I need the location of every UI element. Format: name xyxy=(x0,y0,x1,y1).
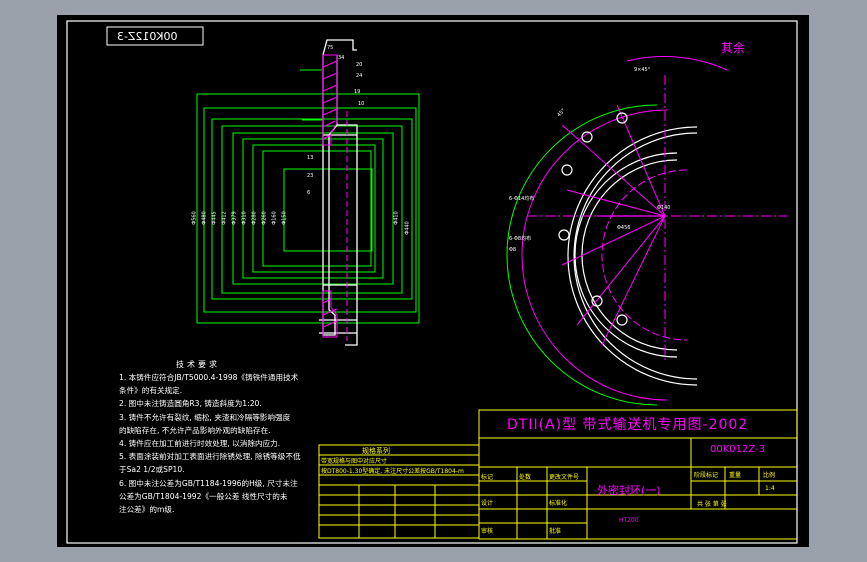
dim-middle: 23 xyxy=(307,173,314,179)
dim-circle: Φ140 xyxy=(657,205,671,211)
technical-notes: 1. 本铸件应符合JB/T5000.4-1998《铸铁件通用技术 条件》的有关规… xyxy=(119,371,301,516)
tb-design: 设计 xyxy=(481,500,494,507)
tb-scale-value: 1:4 xyxy=(765,485,775,492)
tb-count: 处数 xyxy=(519,474,532,481)
note-line: 1. 本铸件应符合JB/T5000.4-1998《铸铁件通用技术 xyxy=(119,373,299,382)
note-line: 4. 铸件应在加工前进行时效处理, 以消除内应力. xyxy=(119,439,281,449)
dim-top: 19 xyxy=(354,89,361,95)
dim-top: 24 xyxy=(356,73,363,79)
note-line: 6. 图中未注公差为GB/T1184-1996的H级, 尺寸未注 xyxy=(119,478,298,488)
dim-diameter: Φ379 xyxy=(231,211,238,225)
dim-circle: Φ456 xyxy=(617,225,631,231)
section-hatching xyxy=(322,54,348,341)
note-line: 于Sa2 1/2或SP10. xyxy=(119,465,185,475)
tb-approve: 批准 xyxy=(549,528,562,535)
dim-diameter: Φ260 xyxy=(261,211,268,225)
drawing-frame xyxy=(66,20,798,544)
dim-diameter: Φ445 xyxy=(211,211,218,225)
dim-circle: 9×45° xyxy=(634,67,651,73)
note-line: 注公差》的m级. xyxy=(119,505,175,515)
spec-table-title: 规格系列 xyxy=(362,447,390,455)
circular-view xyxy=(506,56,787,406)
dim-diameter: Φ560 xyxy=(191,211,198,225)
dim-circle: 6-Φ8均布 xyxy=(509,236,532,242)
roughness-note: 其余 xyxy=(721,41,746,55)
tb-weight: 重量 xyxy=(729,472,742,479)
code-box-text: 00K012Z-3 xyxy=(117,30,178,43)
tb-sheet: 共 张 第 张 xyxy=(697,501,727,508)
dim-diameter: Φ412 xyxy=(221,211,228,225)
dim-diameter: Φ310 xyxy=(241,211,248,225)
note-line: 的缺陷存在, 不允许产品影响外观的缺陷存在. xyxy=(119,425,271,435)
part-name: 外密封环(一) xyxy=(597,484,661,497)
notes-title: 技术要求 xyxy=(176,360,220,369)
tb-check: 审核 xyxy=(481,528,494,535)
tb-change-doc: 更改文件号 xyxy=(549,474,580,481)
material: HT200 xyxy=(619,517,639,524)
drawing-number: 00K012Z-3 xyxy=(710,444,766,455)
tb-standard: 标准化 xyxy=(549,500,568,507)
dim-circle: Φ8 xyxy=(509,247,517,253)
dim-top: 20 xyxy=(356,62,363,68)
dim-diameter: Φ150 xyxy=(281,211,288,225)
title-block-lines xyxy=(318,409,798,540)
tb-scale: 比例 xyxy=(763,472,776,479)
project-title: DTII(A)型 带式输送机专用图-2002 xyxy=(507,417,749,433)
dim-top: 75 xyxy=(327,45,334,51)
tb-stage-mark: 阶段标记 xyxy=(694,472,719,479)
dim-diameter: Φ160 xyxy=(271,211,278,225)
note-line: 5. 表面涂装前对加工表面进行除锈处理, 除锈等级不低 xyxy=(119,452,301,462)
section-view-dimension-lines xyxy=(196,69,420,324)
note-line: 3. 铸件不允许有裂纹, 缩松, 夹渣和冷隔等影响强度 xyxy=(119,412,291,422)
note-line: 条件》的有关规定. xyxy=(119,386,183,396)
code-box-frame xyxy=(106,26,204,46)
dim-middle: 6 xyxy=(307,190,311,196)
spec-table-header-2: 按DT800-1.30型确定, 未注尺寸公差按GB/T1804-m xyxy=(321,468,464,475)
tb-mark: 标记 xyxy=(481,474,494,481)
dim-top: 34 xyxy=(338,55,345,61)
cad-viewport[interactable]: 00K012Z-3 其余 技术要求 1. 本铸件应符合JB/T5000.4-19… xyxy=(57,15,809,547)
spec-table-header-1: 带宽规格与图中对应尺寸 xyxy=(321,458,388,465)
dim-diameter: Φ280 xyxy=(251,211,258,225)
dim-diameter: Φ440 xyxy=(404,221,411,235)
note-line: 2. 图中未注铸造圆角R3, 铸造斜度为1:20. xyxy=(119,399,262,409)
dim-middle: 13 xyxy=(307,155,314,161)
dim-diameter: Φ480 xyxy=(201,211,208,225)
drawing-canvas xyxy=(66,20,798,544)
note-line: 公差为GB/T1804-1992《一般公差 线性尺寸的未 xyxy=(119,491,288,501)
dim-circle: 6-Φ14均布 xyxy=(509,196,535,202)
dim-top: 10 xyxy=(358,101,365,107)
dim-diameter: Φ410 xyxy=(393,211,400,225)
